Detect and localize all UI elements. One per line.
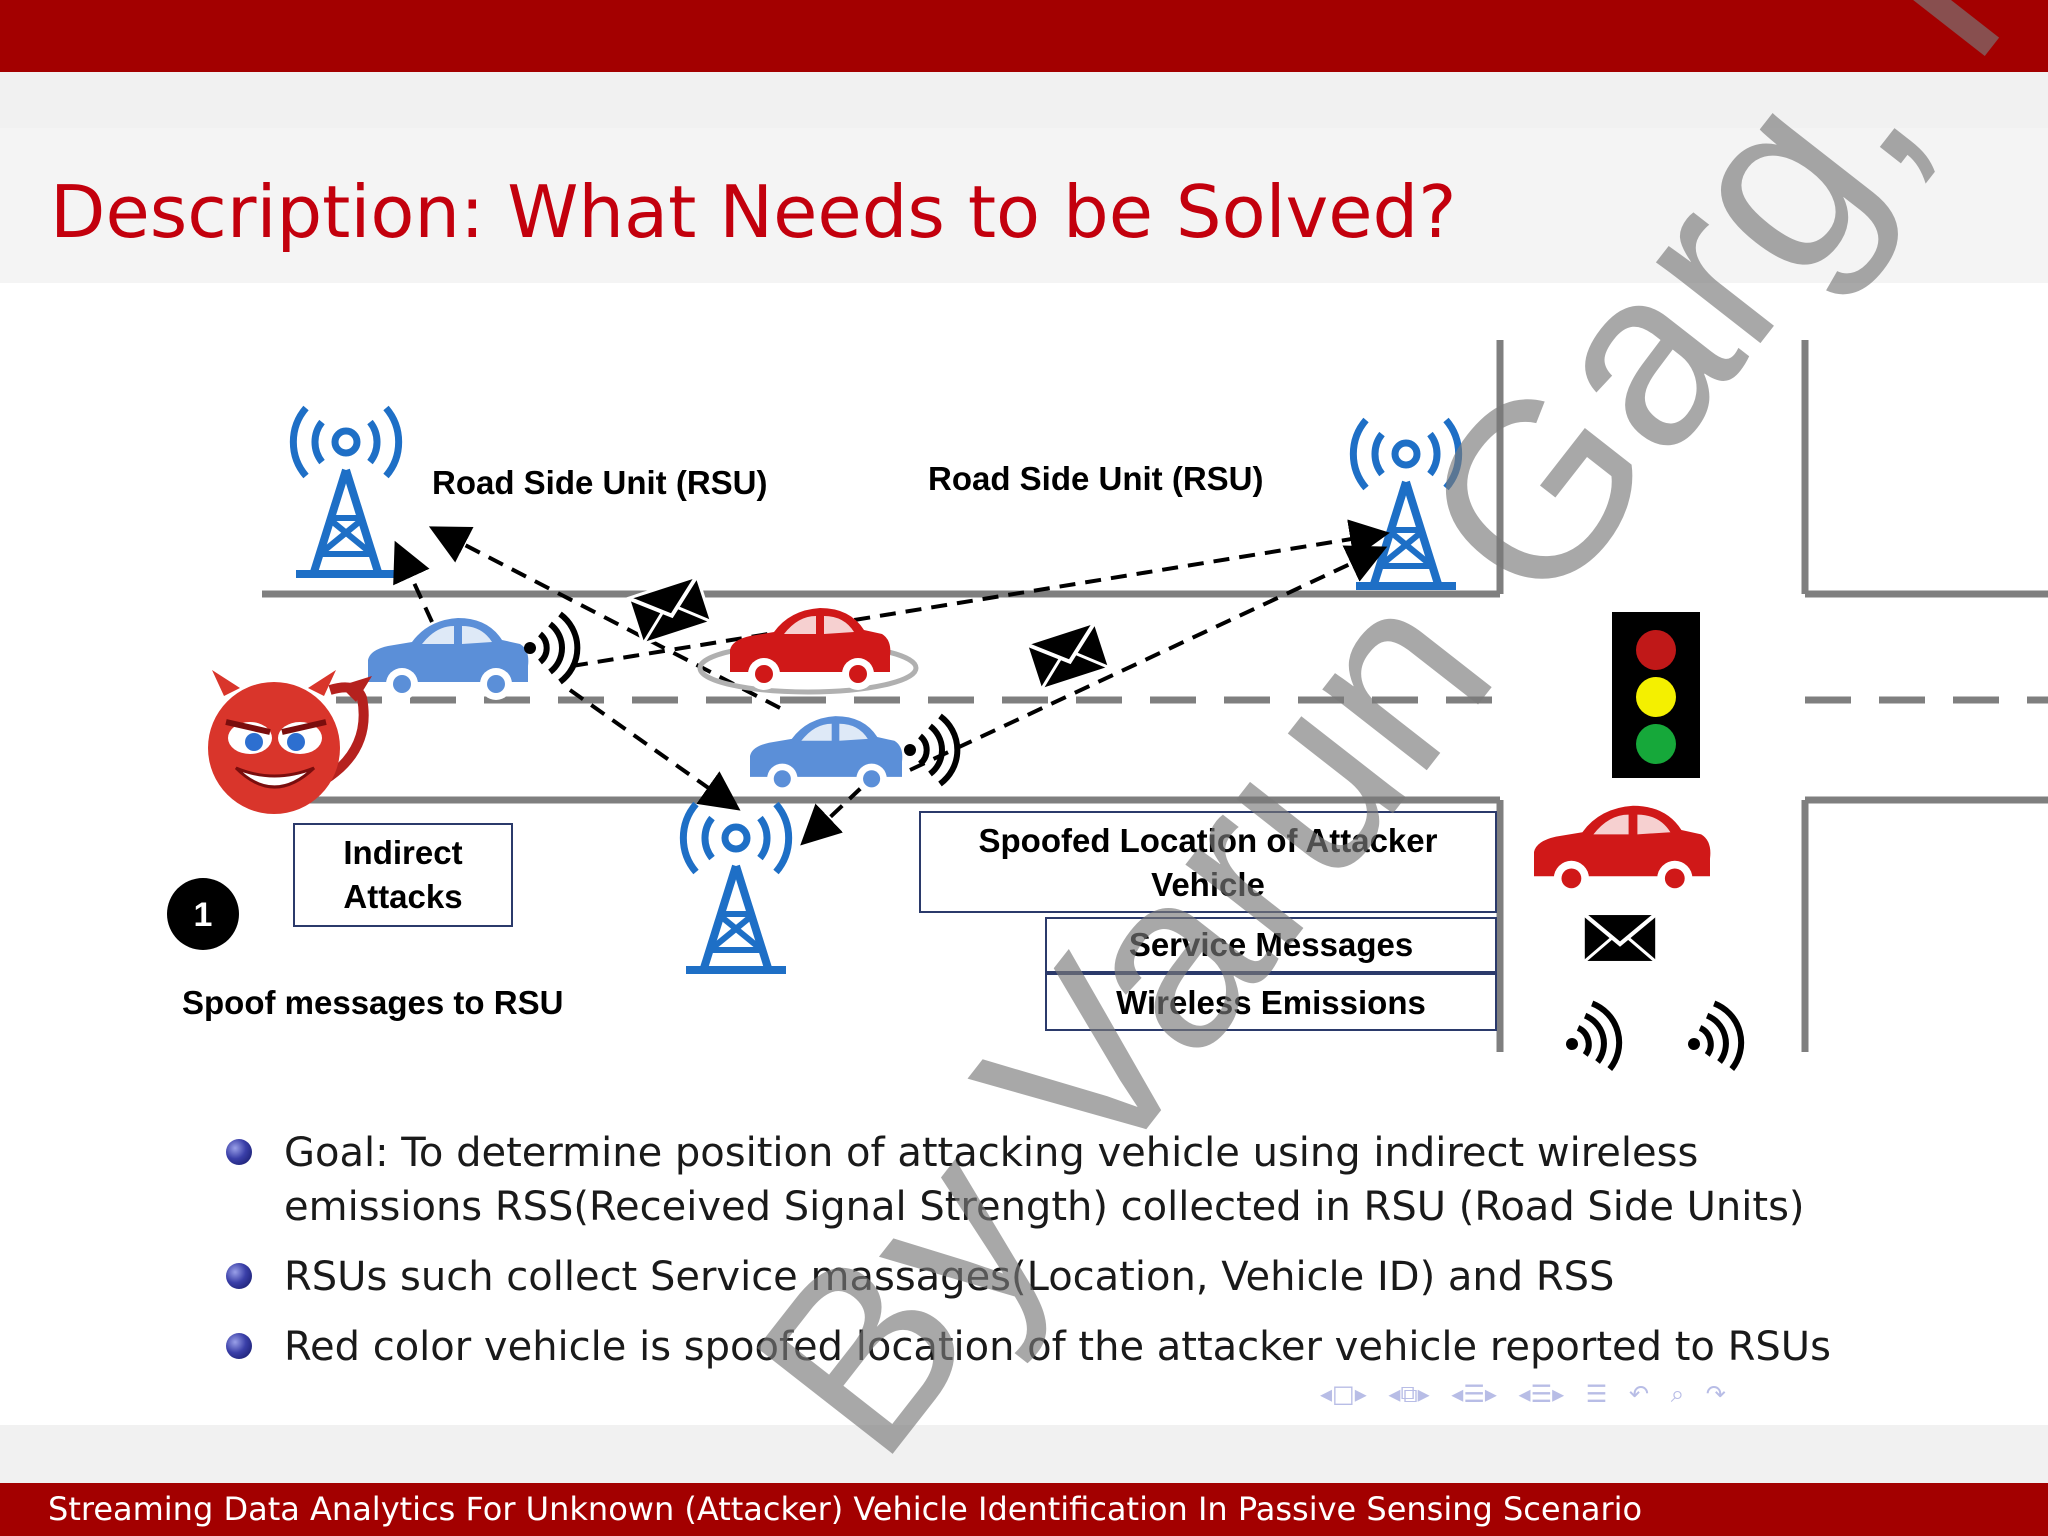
legend-wireless-box: Wireless Emissions [1046, 974, 1496, 1030]
message-envelope-icon [628, 576, 711, 644]
svg-text:Service Messages: Service Messages [1129, 926, 1413, 963]
legend-wireless-icon [1557, 999, 1626, 1078]
svg-text:Spoofed Location of Attacker: Spoofed Location of Attacker [979, 822, 1438, 859]
bullet-dot-icon [226, 1263, 252, 1289]
rsu-tower-icon [1353, 420, 1458, 586]
rsu-label-right: Road Side Unit (RSU) [928, 460, 1264, 497]
nav-frame-icon[interactable]: ◂⧉▸ [1388, 1380, 1429, 1408]
legend-envelope-icon [1583, 914, 1656, 963]
vehicle-blue-car-icon [368, 618, 528, 700]
footer-gap [0, 1425, 2048, 1483]
nav-prev-icon[interactable]: ◂□▸ [1320, 1380, 1367, 1408]
svg-text:Indirect: Indirect [343, 834, 462, 871]
svg-text:Vehicle: Vehicle [1151, 866, 1265, 903]
legend-wireless-icon [1679, 999, 1748, 1078]
svg-text:Wireless Emissions: Wireless Emissions [1116, 984, 1426, 1021]
message-envelope-icon [1026, 622, 1109, 690]
legend-service-box: Service Messages [1046, 918, 1496, 972]
indirect-attacks-box: Indirect Attacks [294, 824, 512, 926]
traffic-light-icon [1612, 612, 1700, 778]
step-number-badge: 1 [167, 878, 239, 950]
bullet-dot-icon [226, 1333, 252, 1359]
legend-spoofed-box: Spoofed Location of Attacker Vehicle [920, 812, 1496, 912]
nav-forward-icon[interactable]: ↷ [1706, 1380, 1726, 1408]
nav-subsection-icon[interactable]: ◂☰▸ [1451, 1380, 1497, 1408]
bullet-list: Goal: To determine position of attacking… [220, 1126, 1860, 1390]
rsu-tower-icon [293, 408, 398, 574]
nav-search-icon[interactable]: ⌕ [1671, 1380, 1684, 1408]
attacker-devil-icon [208, 670, 372, 814]
nav-toc-icon[interactable]: ☰ [1586, 1380, 1608, 1408]
wireless-emission-icon [904, 716, 957, 784]
bullet-item: Red color vehicle is spoofed location of… [220, 1320, 1860, 1374]
nav-back-icon[interactable]: ↶ [1629, 1380, 1649, 1408]
vehicle-blue-car-icon [750, 716, 902, 794]
nav-section-icon[interactable]: ◂☰▸ [1519, 1380, 1565, 1408]
footer-title: Streaming Data Analytics For Unknown (At… [48, 1490, 1642, 1528]
rsu-tower-icon [683, 804, 788, 970]
spoofed-red-car-icon [730, 608, 890, 690]
legend-red-car-icon [1534, 806, 1710, 896]
beamer-navigation: ◂□▸ ◂⧉▸ ◂☰▸ ◂☰▸ ☰ ↶ ⌕ ↷ [1320, 1380, 2040, 1416]
spoof-caption: Spoof messages to RSU [182, 984, 563, 1021]
bullet-dot-icon [226, 1139, 252, 1165]
svg-text:Attacks: Attacks [343, 878, 462, 915]
svg-text:1: 1 [194, 896, 213, 934]
rsu-label-left: Road Side Unit (RSU) [432, 464, 768, 501]
bullet-item: RSUs such collect Service massages(Locat… [220, 1250, 1860, 1304]
wireless-emission-icon [524, 614, 577, 682]
bullet-item: Goal: To determine position of attacking… [220, 1126, 1860, 1234]
